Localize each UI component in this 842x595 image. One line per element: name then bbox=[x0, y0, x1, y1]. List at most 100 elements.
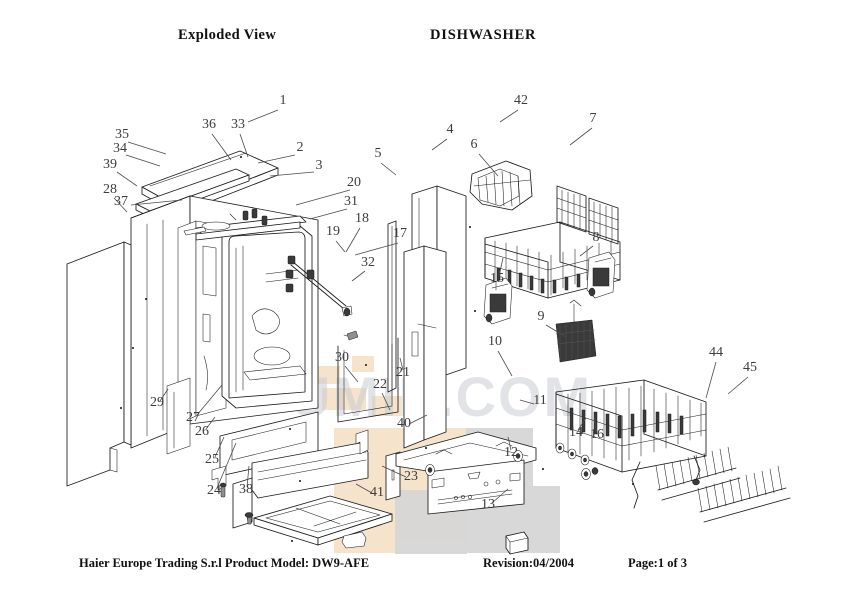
callout-leader bbox=[295, 189, 351, 206]
part-hinge-rod bbox=[285, 255, 359, 341]
callout-leader bbox=[335, 240, 346, 253]
callout-number: 35 bbox=[115, 127, 129, 142]
callout-4: 4 bbox=[431, 122, 454, 151]
callout-leader bbox=[727, 376, 749, 395]
callout-leader bbox=[239, 133, 249, 158]
callout-number: 23 bbox=[404, 469, 418, 484]
callout-leader bbox=[381, 465, 407, 478]
callout-number: 12 bbox=[504, 445, 518, 460]
callout-30: 30 bbox=[335, 350, 359, 383]
callout-number: 33 bbox=[231, 117, 245, 132]
callout-number: 40 bbox=[397, 416, 411, 431]
part-side-panel-left bbox=[66, 241, 132, 487]
callout-14: 14 bbox=[569, 417, 587, 440]
callout-number: 45 bbox=[743, 360, 757, 375]
callout-21: 21 bbox=[396, 357, 410, 380]
header-left-title: Exploded View bbox=[178, 27, 277, 43]
callout-number: 42 bbox=[514, 93, 528, 108]
callout-number: 17 bbox=[393, 226, 407, 241]
callout-number: 26 bbox=[195, 424, 209, 439]
callout-31: 31 bbox=[309, 194, 358, 220]
callout-number: 15 bbox=[490, 271, 504, 286]
callout-number: 22 bbox=[373, 377, 387, 392]
callout-leader bbox=[569, 127, 593, 146]
callout-2: 2 bbox=[257, 140, 304, 164]
callout-number: 34 bbox=[113, 141, 127, 156]
callout-number: 28 bbox=[103, 182, 117, 197]
callout-number: 7 bbox=[590, 111, 597, 126]
callout-number: 1 bbox=[280, 93, 287, 108]
callout-16: 16 bbox=[590, 417, 604, 442]
callout-leader bbox=[593, 417, 598, 433]
callout-number: 36 bbox=[202, 117, 216, 132]
callout-leader bbox=[205, 416, 216, 430]
callout-10: 10 bbox=[488, 334, 513, 377]
callout-leader bbox=[216, 442, 237, 489]
footer-page-number: Page:1 of 3 bbox=[628, 556, 688, 570]
part-cutlery-basket bbox=[555, 299, 597, 363]
callout-33: 33 bbox=[231, 117, 249, 158]
part-tine-rack-a bbox=[655, 446, 741, 501]
callout-36: 36 bbox=[202, 117, 232, 161]
callout-leader bbox=[399, 357, 404, 371]
callout-leader bbox=[519, 399, 535, 405]
callout-leader bbox=[309, 208, 348, 220]
callout-23: 23 bbox=[381, 465, 418, 484]
callout-leader bbox=[113, 197, 128, 213]
callout-leader bbox=[211, 133, 232, 161]
callout-leader bbox=[247, 109, 279, 123]
callout-40: 40 bbox=[397, 414, 428, 431]
callout-number: 32 bbox=[361, 255, 375, 270]
callout-number: 16 bbox=[590, 427, 604, 442]
callout-layer: 1234567891011121314151617181920212223242… bbox=[103, 93, 757, 512]
callout-leader bbox=[351, 270, 366, 282]
callout-number: 4 bbox=[447, 122, 454, 137]
callout-number: 21 bbox=[396, 365, 410, 380]
callout-11: 11 bbox=[519, 393, 547, 408]
part-small-components bbox=[211, 429, 401, 549]
callout-number: 6 bbox=[471, 137, 478, 152]
callout-26: 26 bbox=[195, 416, 216, 439]
footer-revision: Revision:04/2004 bbox=[483, 556, 574, 570]
callout-leader bbox=[257, 154, 296, 164]
part-top-brackets bbox=[183, 208, 307, 241]
callout-leader bbox=[577, 417, 587, 431]
callout-leader bbox=[507, 436, 512, 451]
callout-leader bbox=[196, 384, 223, 416]
callout-number: 10 bbox=[488, 334, 502, 349]
part-control-panel bbox=[427, 459, 525, 515]
callout-3: 3 bbox=[269, 158, 323, 177]
callout-45: 45 bbox=[727, 360, 757, 395]
callout-leader bbox=[497, 350, 513, 377]
callout-5: 5 bbox=[375, 146, 397, 176]
callout-number: 37 bbox=[114, 194, 128, 209]
callout-leader bbox=[159, 388, 169, 402]
callout-number: 39 bbox=[103, 157, 117, 172]
part-dispenser bbox=[505, 531, 529, 555]
callout-number: 30 bbox=[335, 350, 349, 365]
callout-number: 38 bbox=[239, 482, 253, 497]
callout-leader bbox=[116, 171, 138, 187]
rack-assembly bbox=[469, 160, 791, 523]
callout-24: 24 bbox=[207, 442, 237, 498]
callout-22: 22 bbox=[373, 377, 391, 411]
callout-leader bbox=[498, 257, 504, 277]
callout-leader bbox=[130, 199, 183, 206]
callout-leader bbox=[246, 465, 250, 488]
callout-number: 20 bbox=[347, 175, 361, 190]
callout-27: 27 bbox=[186, 384, 223, 425]
callout-leader bbox=[354, 242, 399, 256]
callout-15: 15 bbox=[490, 257, 504, 286]
callout-number: 25 bbox=[205, 452, 219, 467]
door-assembly bbox=[337, 185, 537, 555]
registration-dots bbox=[120, 156, 634, 542]
callout-number: 41 bbox=[370, 485, 384, 500]
callout-number: 31 bbox=[344, 194, 358, 209]
callout-leader bbox=[127, 141, 167, 155]
callout-leader bbox=[478, 153, 499, 177]
callout-leader bbox=[355, 483, 373, 494]
part-rack-brackets bbox=[483, 251, 616, 325]
callout-34: 34 bbox=[113, 141, 161, 167]
callout-12: 12 bbox=[504, 436, 518, 460]
